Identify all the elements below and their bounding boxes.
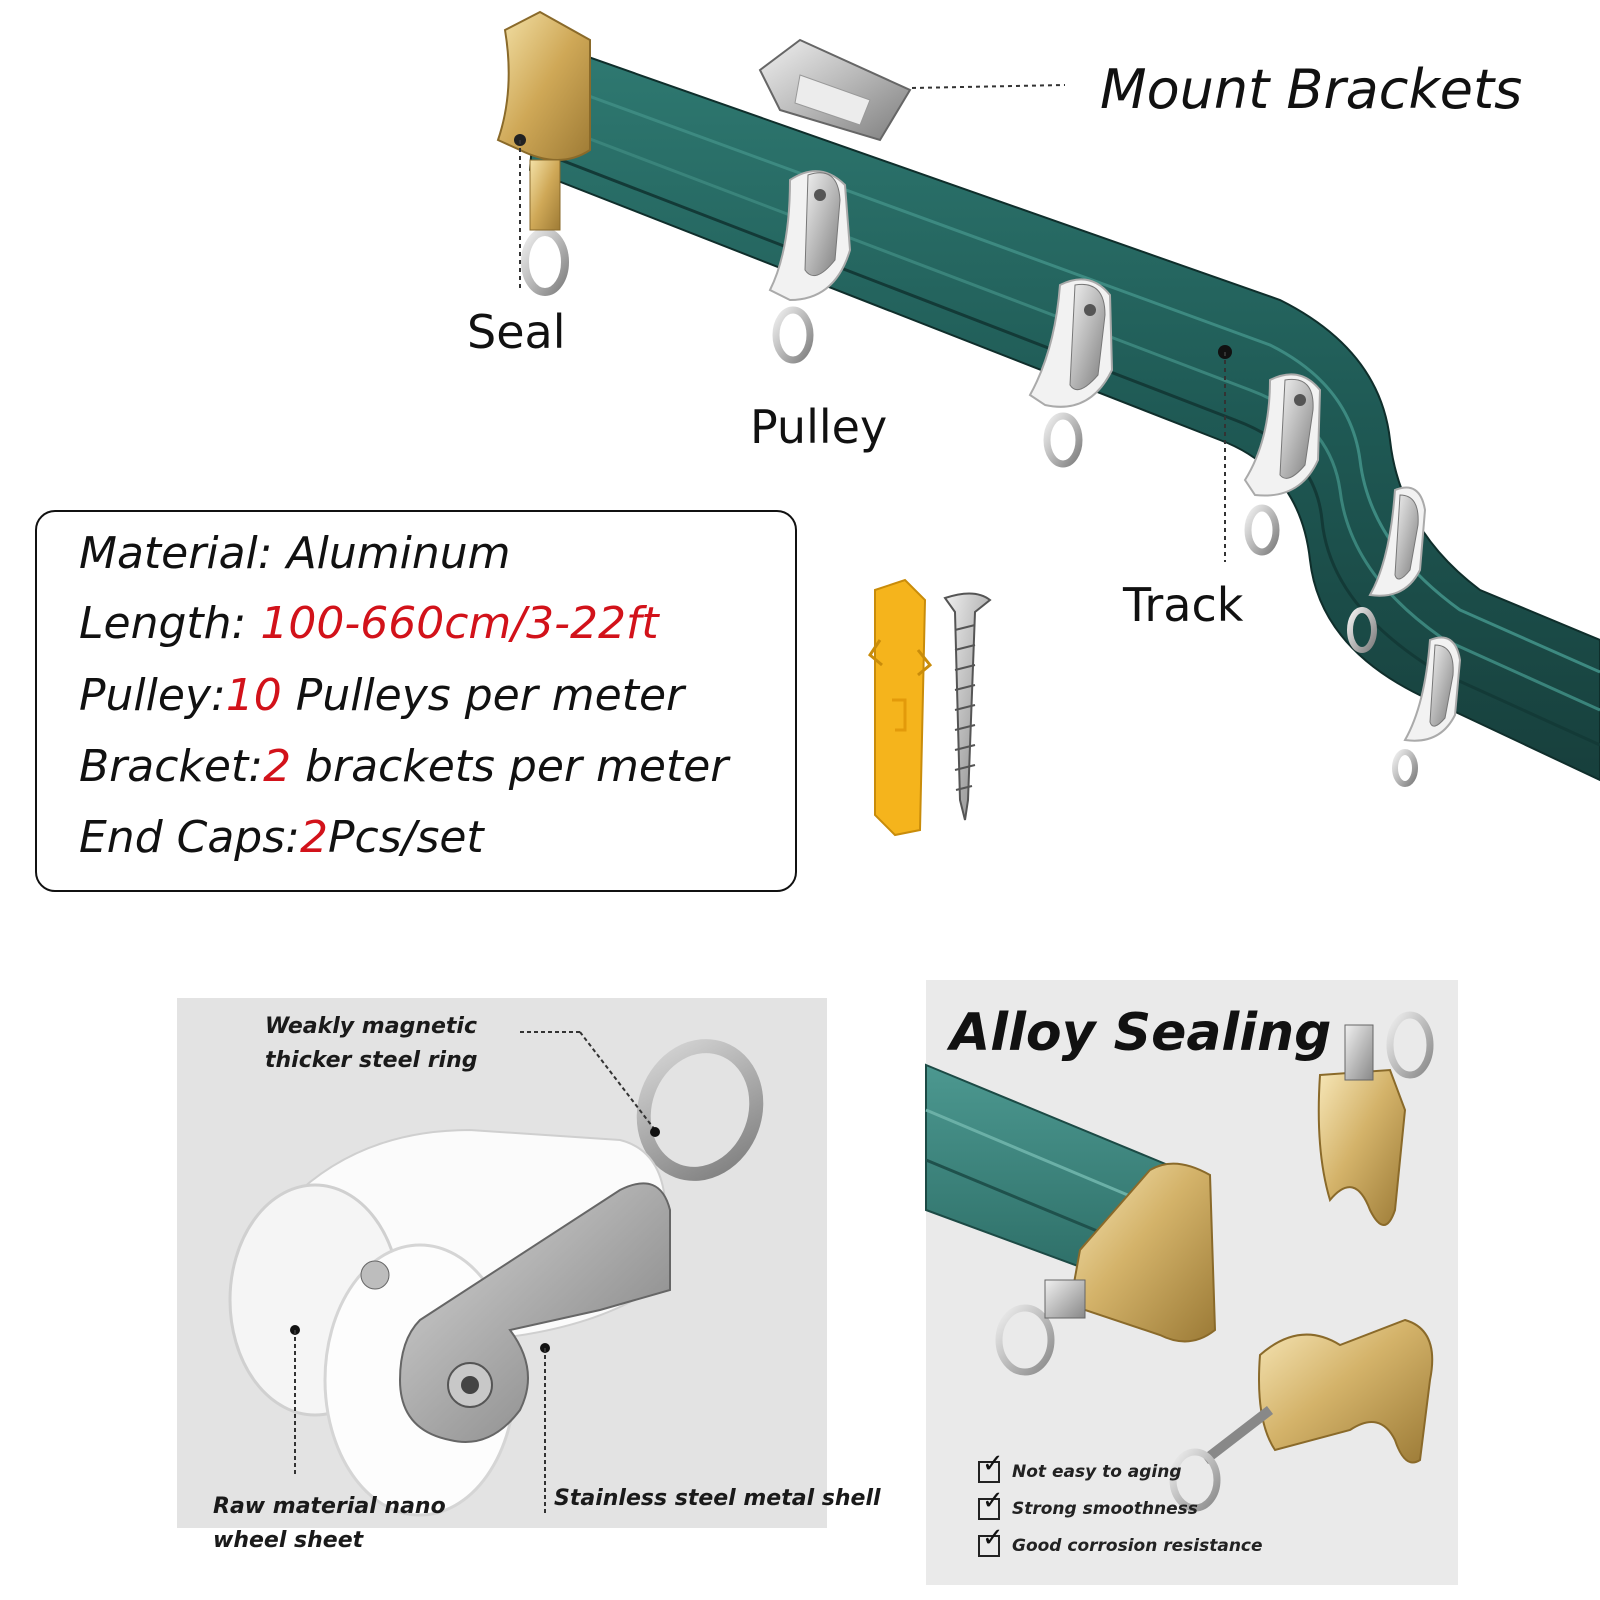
mount-brackets-label: Mount Brackets: [1100, 58, 1523, 121]
steel-ring: [636, 1039, 764, 1181]
screw: [943, 592, 992, 821]
wall-anchor: [868, 578, 933, 837]
alloy-sealing-title: Alloy Sealing: [950, 1003, 1332, 1063]
spec-box: Material: Aluminum Length: 100-660cm/3-2…: [35, 510, 797, 892]
spec-pulley: Pulley:10 Pulleys per meter: [79, 670, 685, 721]
pulley-5: [1392, 636, 1462, 787]
spec-bracket: Bracket:2 brackets per meter: [79, 741, 729, 792]
pulley-1: [768, 170, 852, 364]
feature-item-smoothness: ✓ Strong smoothness: [978, 1488, 1198, 1524]
track-label: Track: [1123, 578, 1244, 632]
end-cap-top: [1317, 1068, 1407, 1226]
pulley-2: [1028, 278, 1114, 468]
spec-material: Material: Aluminum: [79, 528, 511, 579]
spec-end-caps: End Caps:2Pcs/set: [79, 812, 484, 863]
pulley-3: [1243, 373, 1322, 556]
track-end-cap: [1068, 1162, 1217, 1343]
checkbox-checked-icon: ✓: [978, 1451, 1004, 1483]
checkbox-checked-icon: ✓: [978, 1488, 1004, 1520]
ring-label: Weakly magnetic thicker steel ring: [265, 1014, 478, 1073]
end-cap-bottom: [1258, 1318, 1434, 1464]
pulley-label: Pulley: [750, 400, 888, 454]
shell-label: Stainless steel metal shell: [554, 1486, 881, 1511]
wheel-label: Raw material nano wheel sheet: [213, 1494, 446, 1553]
feature-item-aging: ✓ Not easy to aging: [978, 1451, 1182, 1487]
spec-length: Length: 100-660cm/3-22ft: [79, 598, 659, 649]
pulley-4: [1347, 486, 1427, 653]
checkbox-checked-icon: ✓: [978, 1525, 1004, 1557]
seal-label: Seal: [467, 305, 566, 359]
feature-item-corrosion: ✓ Good corrosion resistance: [978, 1525, 1263, 1561]
